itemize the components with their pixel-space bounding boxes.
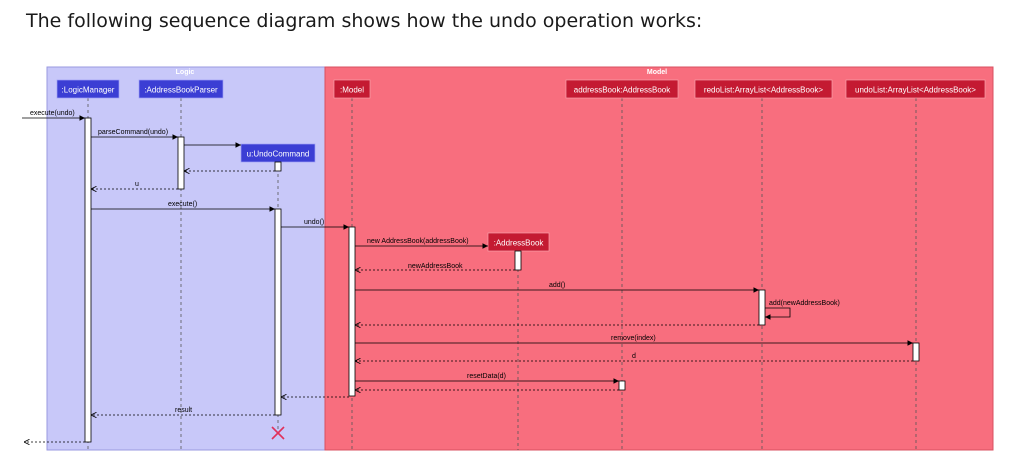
participant-address-book-new: :AddressBook [487, 232, 550, 252]
participant-address-book: addressBook:AddressBook [565, 79, 679, 99]
label-execute: execute() [168, 201, 197, 208]
participant-logic-manager-label: :LogicManager [62, 86, 115, 95]
intro-text: The following sequence diagram shows how… [26, 10, 703, 32]
participant-undo-command: u:UndoCommand [240, 143, 316, 163]
label-add-new-address-book: add(newAddressBook) [769, 300, 840, 307]
label-return-u: u [135, 181, 139, 188]
participant-undo-command-label: u:UndoCommand [247, 150, 310, 159]
label-new-address-book: new AddressBook(addressBook) [367, 238, 469, 245]
activation-undo-command-construct [274, 161, 282, 172]
activation-logic-manager [84, 117, 92, 443]
label-return-new-address-book: newAddressBook [408, 263, 463, 270]
label-reset-data: resetData(d) [467, 373, 506, 380]
participant-logic-manager: :LogicManager [56, 79, 120, 99]
participant-parser-label: :AddressBookParser [144, 86, 218, 95]
activation-parser [177, 136, 185, 190]
message-add-new-address-book [765, 307, 791, 320]
participant-model-label: :Model [340, 86, 364, 95]
logic-group-label: Logic [176, 69, 195, 76]
label-add: add() [549, 282, 565, 289]
participant-undo-list-label: undoList:ArrayList<AddressBook> [855, 86, 976, 95]
destroy-mark-icon [271, 426, 285, 440]
label-execute-undo: execute(undo) [30, 110, 75, 117]
model-group-label: Model [647, 69, 667, 76]
participant-redo-list: redoList:ArrayList<AddressBook> [694, 79, 833, 99]
activation-model [348, 226, 356, 397]
label-return-d: d [632, 353, 636, 360]
participant-parser: :AddressBookParser [138, 79, 224, 99]
activation-undo-command-execute [274, 208, 282, 416]
label-undo: undo() [304, 219, 324, 226]
label-return-result: result [175, 407, 192, 414]
activation-address-book [618, 380, 626, 391]
participant-model: :Model [333, 79, 371, 99]
model-group-panel [324, 66, 994, 451]
activation-redo-list [758, 289, 766, 326]
participant-undo-list: undoList:ArrayList<AddressBook> [845, 79, 986, 99]
activation-address-book-new [514, 250, 522, 271]
participant-address-book-new-label: :AddressBook [494, 239, 545, 248]
activation-undo-list [912, 342, 920, 362]
participant-redo-list-label: redoList:ArrayList<AddressBook> [704, 86, 824, 95]
label-parse-command: parseCommand(undo) [98, 129, 168, 136]
label-remove-index: remove(index) [611, 335, 656, 342]
participant-address-book-label: addressBook:AddressBook [574, 86, 672, 95]
